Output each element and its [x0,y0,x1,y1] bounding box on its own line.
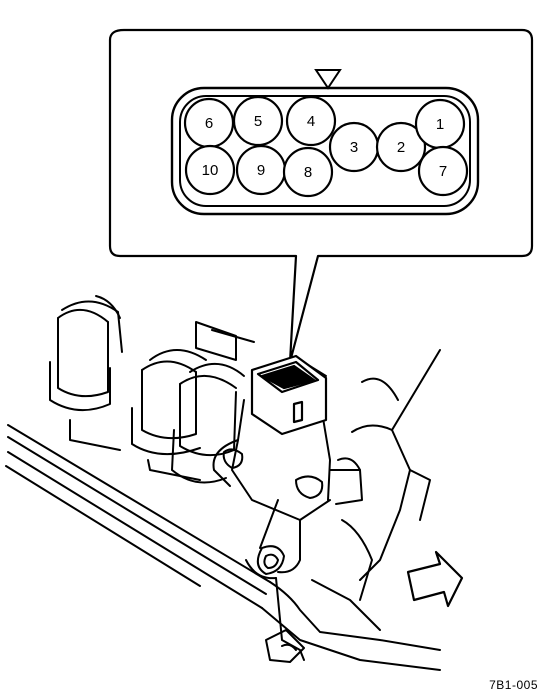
callout-box [108,28,534,364]
direction-arrow-icon [406,550,464,608]
sensor-connector [250,354,328,436]
index-triangle-icon [314,69,342,90]
pin: 1 [414,98,466,150]
pin-label: 2 [397,139,405,156]
pin: 7 [417,145,469,197]
connector-housing [170,86,480,216]
pin: 9 [235,144,287,196]
pin: 6 [183,97,235,149]
pin-label: 3 [350,139,358,156]
pin-label: 9 [257,162,265,179]
pin-label: 8 [304,164,312,181]
pin: 4 [285,95,337,147]
pin: 2 [375,121,427,173]
pin: 3 [328,121,380,173]
pin-label: 1 [436,116,444,133]
pin-label: 4 [307,113,315,130]
engine-drawing [5,295,441,671]
pin-label: 10 [202,162,219,179]
connector-housing-inner [179,95,471,207]
pin: 10 [184,144,236,196]
figure-code: 7B1-005 [489,678,538,692]
pin: 8 [282,146,334,198]
pin-label: 7 [439,163,447,180]
pin-label: 6 [205,115,213,132]
pin-label: 5 [254,113,262,130]
pin: 5 [232,95,284,147]
